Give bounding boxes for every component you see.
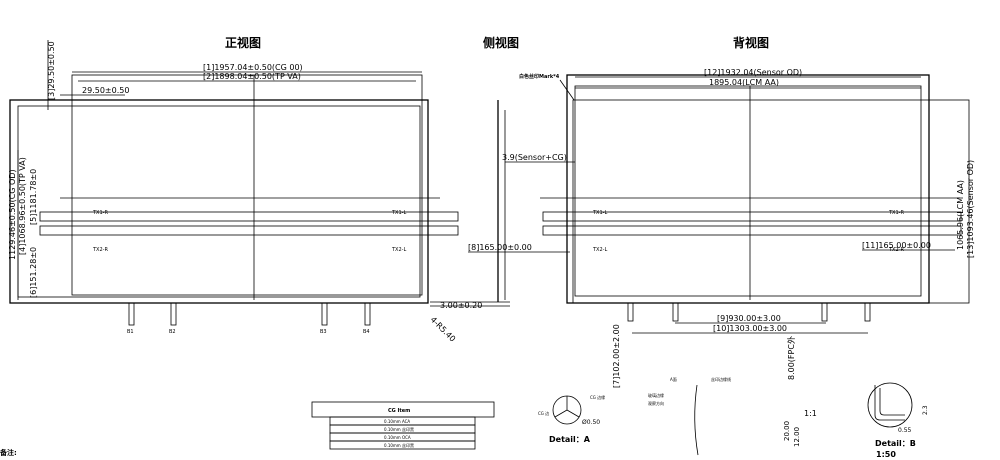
- detail-a-dim: CG 边缘: [590, 394, 605, 400]
- side-view-title: 侧视图: [483, 35, 519, 50]
- dim-lcm-aa: 1895.04(LCM AA): [709, 78, 779, 87]
- front-fpc-label: TX1-R: [92, 210, 108, 216]
- front-view: [1]1957.04±0.50(CG 00) [2]1898.04±0.50(T…: [8, 40, 459, 335]
- dim-fpc-out: 8.00(FPC外: [786, 336, 796, 380]
- connector-label: B2: [169, 329, 176, 335]
- front-connectors: [128, 302, 371, 326]
- dim-sensor-od-height: [13]1093.46(Sensor OD): [966, 160, 975, 258]
- dim-top-margin: [3]29.50±0.50: [47, 41, 56, 100]
- back-fpc-tail-upper: [542, 211, 962, 222]
- detail-a-note: A面: [670, 377, 677, 382]
- dim-fpc-side: [8]165.00±0.00: [468, 243, 532, 252]
- detail-a: CG 边缘 Ø0.50 CG 边 Detail：A A面 丝印边缘线 玻璃边缘 …: [538, 376, 731, 456]
- detail-a-note: 丝印边缘线: [711, 376, 731, 382]
- detail-b: 2.3 0.55 Detail：B 1:50: [867, 382, 929, 459]
- back-sensor-outline: [566, 74, 930, 304]
- mark-label: 白色丝印Mark*4: [519, 73, 560, 80]
- detail-b-title: Detail：B: [875, 439, 916, 448]
- connector-label: B4: [363, 329, 370, 335]
- dim-fpc-right: [11]165.00±0.00: [862, 241, 931, 250]
- table-row: 0.10mm ACA: [384, 419, 410, 424]
- footer-note-label: 备注:: [0, 448, 17, 457]
- dim-fpc-length: [7]102.00±2.00: [612, 324, 621, 388]
- stackup-table: CG Item 0.10mm ACA 0.10mm 丝印黑 0.10mm OCA…: [311, 401, 495, 450]
- back-view-title: 背视图: [733, 35, 769, 50]
- front-fpc-label: TX2-R: [92, 247, 108, 253]
- front-fpc-tail-lower: [39, 225, 459, 236]
- table-row: 0.10mm 丝印黑: [384, 442, 414, 448]
- dim-edge: 4-R5.40: [429, 315, 458, 344]
- front-cg-outline: [9, 99, 429, 304]
- back-fpc-label: TX1-R: [888, 210, 904, 216]
- back-fpc-label: TX2-R: [888, 247, 904, 253]
- dim-pitch-b: [10]1303.00±3.00: [713, 324, 787, 333]
- dim-stack-2: 12.00: [793, 427, 801, 447]
- detail-b-dim: 0.55: [898, 427, 912, 434]
- back-fpc-label: TX2-L: [592, 247, 607, 253]
- dim-thickness: 3.9(Sensor+CG): [502, 153, 567, 162]
- dim-left-margin: 29.50±0.50: [82, 86, 129, 95]
- dim-cg-height: 1129.46±0.50(CG OD): [8, 169, 17, 260]
- dim-cg-width: [1]1957.04±0.50(CG 00): [203, 63, 303, 72]
- back-lcm-aa-outline: [574, 85, 922, 297]
- detail-a-title: Detail：A: [549, 435, 591, 444]
- front-fpc-tail-upper: [39, 211, 459, 222]
- dim-lcm-aa-height: 1065.96(LCM AA): [956, 180, 965, 250]
- connector-label: B3: [320, 329, 327, 335]
- scale-note: 1:1: [804, 409, 817, 418]
- front-view-title: 正视图: [225, 35, 261, 50]
- back-outer-frame: [572, 99, 970, 304]
- back-connectors: [627, 302, 871, 322]
- front-active-area: [71, 74, 423, 296]
- dim-tp-va-width: [2]1898.04±0.50(TP VA): [203, 72, 301, 81]
- front-fpc-label: TX1-L: [391, 210, 406, 216]
- dim-total-height: [5]1181.78±0: [29, 169, 38, 225]
- back-fpc-label: TX1-L: [592, 210, 607, 216]
- detail-a-dim: Ø0.50: [582, 419, 600, 426]
- detail-b-scale: 1:50: [876, 450, 896, 459]
- front-tp-va-outline: [17, 105, 421, 298]
- detail-a-dim: CG 边: [538, 410, 549, 416]
- back-view: [12]1932.04(Sensor OD) 1895.04(LCM AA) 白…: [519, 68, 975, 447]
- connector-label: B1: [127, 329, 134, 335]
- detail-a-edge-curve: [694, 384, 699, 456]
- back-fpc-tail-lower: [542, 225, 962, 236]
- table-row: 0.10mm OCA: [384, 435, 411, 440]
- table-header: CG Item: [388, 408, 410, 414]
- dim-lower: [6]151.28±0: [29, 247, 38, 298]
- side-view: 3.9(Sensor+CG) 3.00±0.20 4-R5.40 [8]165.…: [429, 100, 575, 344]
- detail-a-note: 观察方向: [648, 400, 664, 406]
- detail-a-note: 玻璃边缘: [648, 392, 664, 398]
- dim-stack-1: 20.00: [783, 421, 791, 441]
- dim-sensor-od: [12]1932.04(Sensor OD): [704, 68, 802, 77]
- table-row: 0.10mm 丝印黑: [384, 426, 414, 432]
- detail-b-dim: 2.3: [922, 405, 929, 415]
- front-fpc-label: TX2-L: [391, 247, 406, 253]
- dim-tp-va-height: [4]1068.96±0.50(TP VA): [18, 157, 27, 255]
- dim-glass: 3.00±0.20: [440, 301, 482, 310]
- dim-pitch-a: [9]930.00±3.00: [717, 314, 781, 323]
